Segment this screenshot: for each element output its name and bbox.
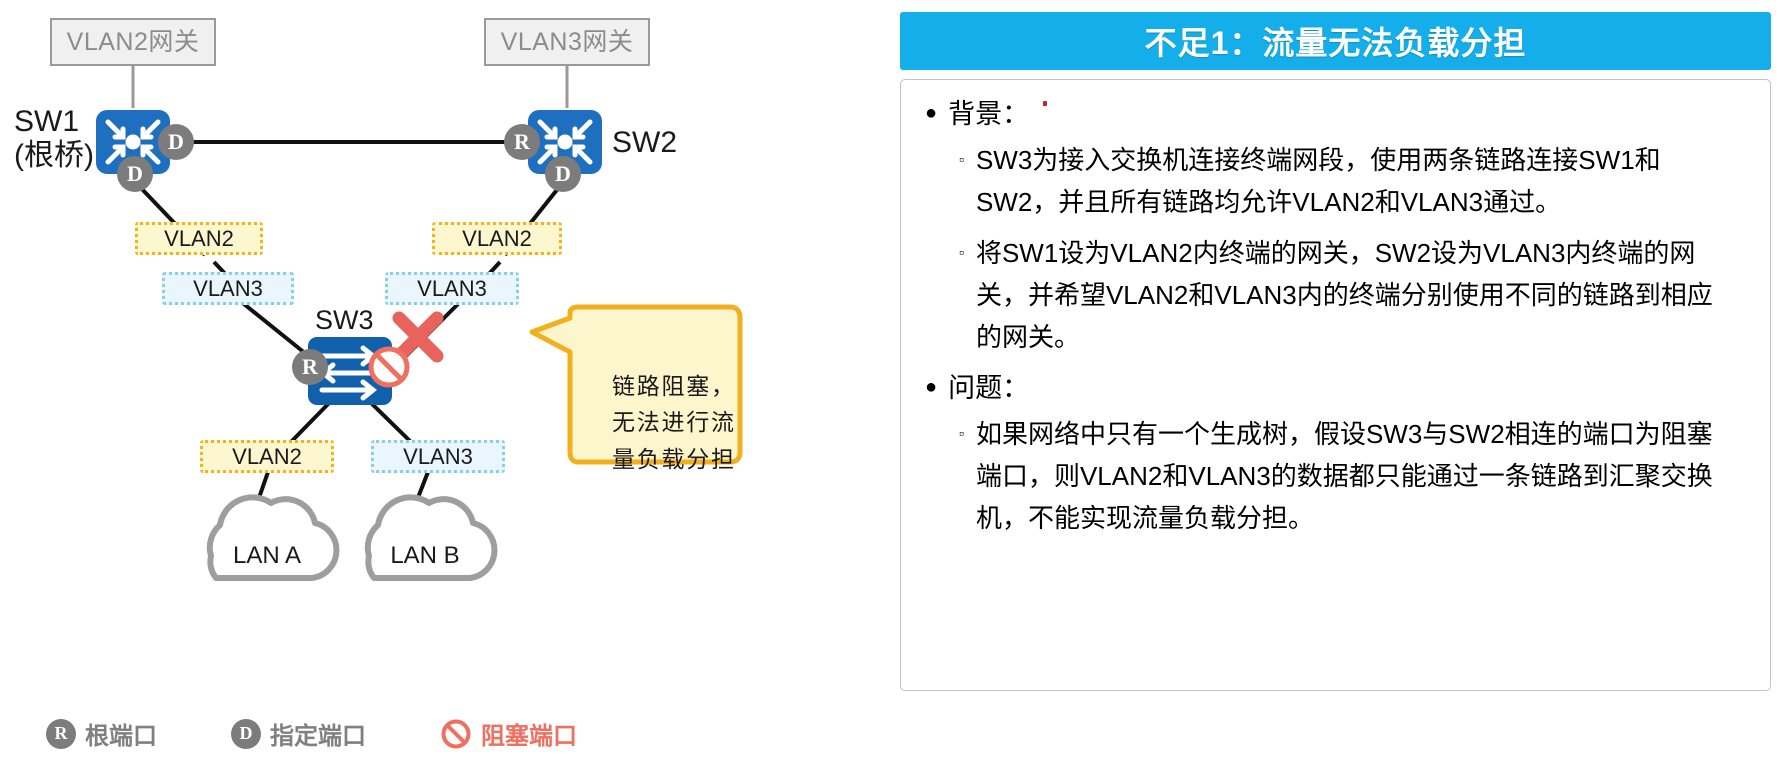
port-badge-letter: R — [514, 129, 530, 154]
link-vlan3-sw3-left — [237, 298, 313, 360]
link-sw3-vlan2-lan — [288, 398, 334, 445]
legend-item-designated-port: D 指定端口 — [231, 716, 366, 751]
device-label-sw2: SW2 — [612, 126, 678, 159]
legend-label-designated-port: 指定端口 — [270, 723, 366, 750]
info-section-title: 问题： — [948, 373, 1030, 404]
info-point: ▫ 将SW1设为VLAN2内终端的网关，SW2设为VLAN3内终端的网关，并希望… — [959, 232, 1748, 358]
bullet-icon: ● — [925, 102, 938, 124]
sub-bullet-icon: ▫ — [959, 424, 964, 441]
bullet-icon: ● — [925, 376, 938, 399]
cloud-label-lan-a: LAN A — [232, 542, 302, 569]
info-section-background: ● 背景： ▫ SW3为接入交换机连接终端网段，使用两条链路连接SW1和SW2，… — [925, 94, 1748, 358]
info-section-heading-row: ● 背景： — [925, 94, 1748, 135]
info-point: ▫ 如果网络中只有一个生成树，假设SW3与SW2相连的端口为阻塞端口，则VLAN… — [959, 413, 1748, 539]
layer2-switch-icon — [318, 345, 378, 401]
layer3-switch-icon — [537, 119, 593, 165]
legend-badge-letter: R — [54, 723, 68, 743]
gateway-label-vlan2: VLAN2网关 — [66, 27, 200, 56]
lan-a-group: LAN A — [203, 490, 331, 580]
info-section-heading-row: ● 问题： — [925, 368, 1748, 409]
vlan-tag-label: VLAN3 — [417, 275, 487, 301]
device-label-sw3: SW3 — [315, 305, 374, 335]
vlan-tag-label: VLAN2 — [232, 443, 302, 469]
vlan-tag-sw1-vlan3: VLAN3 — [162, 272, 294, 305]
vlan-tag-label: VLAN3 — [403, 443, 473, 469]
cloud-lan-a — [206, 494, 340, 581]
port-badge-letter: D — [555, 161, 571, 186]
info-point-text: 如果网络中只有一个生成树，假设SW3与SW2相连的端口为阻塞端口，则VLAN2和… — [975, 418, 1713, 533]
diagram-links-layer — [131, 66, 743, 581]
vlan-tag-label: VLAN2 — [164, 225, 234, 251]
blocked-port-icon — [368, 346, 410, 388]
port-badge-sw2-root: R — [504, 124, 540, 160]
port-badge-letter: R — [302, 354, 318, 379]
legend-badge-letter: D — [239, 723, 253, 743]
device-label-sw1: SW1 (根桥) — [14, 105, 94, 172]
port-badge-letter: D — [127, 161, 143, 186]
legend-label-blocked-port: 阻塞端口 — [481, 723, 577, 750]
info-panel-title: 不足1：流量无法负载分担 — [900, 12, 1771, 70]
callout-text: 链路阻塞，无法进行流量负载分担 — [612, 373, 734, 472]
network-diagram: VLAN2网关 VLAN3网关 D D SW1 (根桥) — [0, 0, 890, 777]
port-badge-sw1-designated-down: D — [117, 156, 153, 192]
blocked-port-icon — [441, 719, 471, 748]
vlan-tag-sw2-vlan2: VLAN2 — [432, 222, 562, 255]
vlan-tag-label: VLAN3 — [193, 275, 263, 301]
info-section-title: 背景： — [948, 99, 1030, 129]
info-point-text: SW3为接入交换机连接终端网段，使用两条链路连接SW1和SW2，并且所有链路均允… — [975, 144, 1661, 217]
vlan-tag-lana-vlan2: VLAN2 — [200, 440, 334, 473]
legend-item-root-port: R 根端口 — [46, 716, 157, 751]
info-section-problem: ● 问题： ▫ 如果网络中只有一个生成树，假设SW3与SW2相连的端口为阻塞端口… — [925, 368, 1748, 539]
sub-bullet-icon: ▫ — [959, 150, 964, 167]
port-badge-sw3-root: R — [292, 349, 328, 385]
callout-balloon — [529, 304, 743, 465]
gateway-box-vlan2: VLAN2网关 — [50, 18, 216, 66]
info-section-points: ▫ SW3为接入交换机连接终端网段，使用两条链路连接SW1和SW2，并且所有链路… — [959, 139, 1748, 359]
info-panel-body: ● 背景： ▫ SW3为接入交换机连接终端网段，使用两条链路连接SW1和SW2，… — [900, 79, 1771, 691]
layer3-switch-icon — [105, 119, 161, 165]
link-sw3-vlan3-lan — [366, 398, 414, 445]
info-point: ▫ SW3为接入交换机连接终端网段，使用两条链路连接SW1和SW2，并且所有链路… — [959, 139, 1748, 223]
sub-bullet-icon: ▫ — [959, 243, 964, 260]
cloud-lan-b — [364, 494, 498, 581]
legend-label-root-port: 根端口 — [85, 723, 157, 750]
info-panel: 不足1：流量无法负载分担 ● 背景： ▫ SW3为接入交换机连接终端网段，使用两… — [890, 0, 1787, 777]
port-badge-sw1-designated-right: D — [158, 124, 194, 160]
blocked-link-cross-icon — [392, 311, 444, 363]
vlan-tag-label: VLAN2 — [462, 225, 532, 251]
gateway-label-vlan3: VLAN3网关 — [500, 27, 634, 56]
info-point-text: 将SW1设为VLAN2内终端的网关，SW2设为VLAN3内终端的网关，并希望VL… — [975, 237, 1713, 352]
lan-b-group: LAN B — [361, 490, 489, 580]
port-badge-letter: D — [168, 129, 184, 154]
designated-port-icon: D — [231, 718, 261, 749]
vlan-tag-lanb-vlan3: VLAN3 — [371, 440, 505, 473]
port-badge-sw2-designated-down: D — [545, 156, 581, 192]
legend: R 根端口 D 指定端口 阻塞端口 — [46, 716, 577, 751]
cloud-label-lan-b: LAN B — [390, 542, 460, 569]
root-port-icon: R — [46, 718, 76, 749]
stray-red-dot-artifact — [1043, 101, 1047, 106]
vlan-tag-sw1-vlan2: VLAN2 — [135, 222, 263, 255]
gateway-box-vlan3: VLAN3网关 — [484, 18, 650, 66]
info-section-points: ▫ 如果网络中只有一个生成树，假设SW3与SW2相连的端口为阻塞端口，则VLAN… — [959, 413, 1748, 539]
vlan-tag-sw2-vlan3: VLAN3 — [385, 272, 519, 305]
legend-item-blocked-port: 阻塞端口 — [440, 716, 577, 751]
